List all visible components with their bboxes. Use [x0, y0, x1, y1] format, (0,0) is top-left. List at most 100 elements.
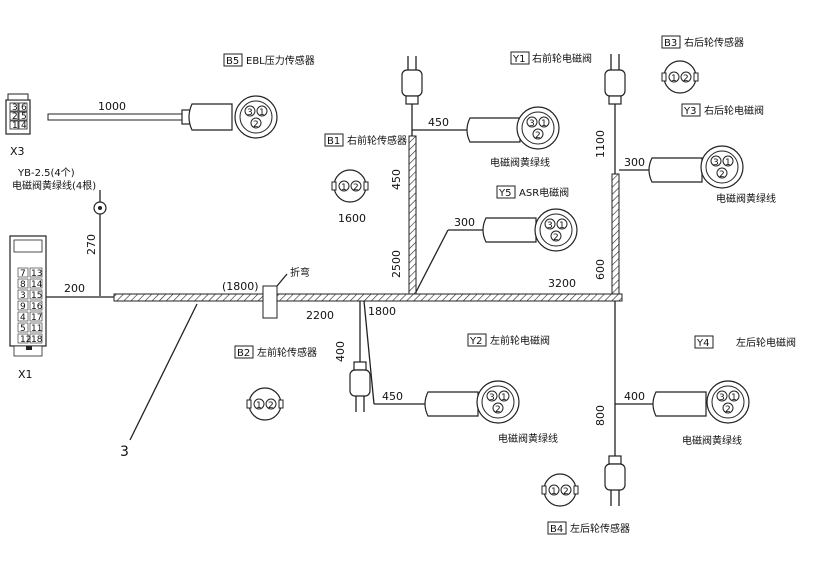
plug-top-right — [604, 54, 626, 105]
tag-y2: Y2 — [469, 336, 482, 347]
pin-label: 3 — [547, 221, 553, 231]
pin-label: 3 — [719, 393, 725, 403]
x1-pin: 8 — [20, 280, 26, 290]
wire-asr — [415, 229, 449, 293]
dim-300-asr: 300 — [454, 216, 475, 229]
component-b1: B1 右前轮传感器 1 2 1600 — [324, 133, 407, 225]
dim-800: 800 — [594, 405, 607, 426]
x3-pin: 3 — [12, 103, 18, 113]
connector-x1: 7 13 8 14 3 15 9 16 4 17 5 11 12 18 X1 — [9, 235, 47, 381]
name-b2: 左前轮传感器 — [257, 346, 317, 359]
pin-label: 2 — [553, 233, 559, 243]
dim-2200: 2200 — [306, 309, 334, 322]
component-y5: Y5 ASR电磁阀 3 1 2 — [482, 185, 578, 252]
tag-y3: Y3 — [683, 106, 696, 117]
pin-label: 1 — [256, 401, 262, 411]
dim-450-y1: 450 — [428, 116, 449, 129]
x3-pin: 5 — [21, 112, 27, 122]
pin-label: 2 — [719, 170, 725, 180]
tag-b2: B2 — [237, 348, 250, 359]
x1-pin: 9 — [20, 302, 26, 312]
plug-bottom-right — [604, 455, 626, 506]
pin-label: 2 — [495, 405, 501, 415]
dim-1100: 1100 — [594, 130, 607, 158]
wire-y4: 电磁阀黄绿线 — [682, 434, 742, 447]
dim-1800: 1800 — [368, 305, 396, 318]
dim-1800-paren: (1800) — [222, 280, 259, 293]
connector-x3: 3 6 2 5 1 4 X3 — [5, 93, 31, 158]
pin-label: 1 — [671, 74, 677, 84]
fold-marker — [262, 285, 278, 319]
pin-label: 1 — [725, 158, 731, 168]
fuse-label-1: YB-2.5(4个) — [17, 167, 75, 179]
dim-300-y3: 300 — [624, 156, 645, 169]
pin-label: 2 — [725, 405, 731, 415]
dim-200: 200 — [64, 282, 85, 295]
tag-y1: Y1 — [512, 54, 525, 65]
component-y3: Y3 右后轮电磁阀 3 1 2 电磁阀黄绿线 — [648, 103, 776, 205]
branch-b1 — [408, 135, 417, 295]
wire-y3: 电磁阀黄绿线 — [716, 192, 776, 205]
pin-label: 1 — [501, 393, 507, 403]
pin-label: 2 — [683, 74, 689, 84]
fuse-label-2: 电磁阀黄绿线(4根) — [12, 179, 96, 192]
pin-label: 2 — [563, 487, 569, 497]
pin-label: 2 — [353, 183, 359, 193]
dim-1000: 1000 — [98, 100, 126, 113]
callout-leader — [129, 303, 198, 441]
dim-2500: 2500 — [390, 250, 403, 278]
x1-pin: 14 — [31, 280, 43, 290]
pin-label: 1 — [731, 393, 737, 403]
tag-b3: B3 — [664, 38, 677, 49]
component-b5: 3 1 2 B5 EBL压力传感器 — [181, 53, 315, 139]
pin-label: 3 — [247, 108, 253, 118]
name-b4: 左后轮传感器 — [570, 522, 630, 535]
x1-pin: 11 — [31, 324, 42, 334]
x3-pin: 2 — [12, 112, 18, 122]
x3-pin: 6 — [21, 103, 27, 113]
x1-pin: 4 — [20, 313, 26, 323]
name-b1: 右前轮传感器 — [347, 134, 407, 147]
fuse-yb: YB-2.5(4个) 电磁阀黄绿线(4根) 270 — [12, 167, 107, 296]
wire-x3-b5 — [47, 113, 183, 121]
connector-x1-label: X1 — [18, 368, 33, 381]
pin-label: 2 — [268, 401, 274, 411]
callout-3: 3 — [120, 444, 129, 460]
component-y1: 3 1 2 Y1 右前轮电磁阀 电磁阀黄绿线 — [466, 51, 592, 169]
tag-y5: Y5 — [498, 188, 511, 199]
x1-pin: 12 — [20, 335, 31, 345]
pin-label: 1 — [551, 487, 557, 497]
tag-b4: B4 — [550, 524, 563, 535]
plug-y2 — [349, 361, 371, 412]
tag-y4: Y4 — [696, 338, 709, 349]
x1-pin: 5 — [20, 324, 26, 334]
dim-600: 600 — [594, 259, 607, 280]
dim-1600: 1600 — [338, 212, 366, 225]
name-y3: 右后轮电磁阀 — [704, 104, 764, 117]
pin-label: 1 — [259, 108, 265, 118]
plug-y1 — [401, 56, 423, 105]
branch-right — [611, 173, 620, 295]
dim-450-b1: 450 — [390, 169, 403, 190]
pin-label: 2 — [535, 131, 541, 141]
name-b5: EBL压力传感器 — [246, 54, 315, 67]
component-y4: Y4 左后轮电磁阀 3 1 2 电磁阀黄绿线 — [652, 335, 796, 447]
x1-pin: 15 — [31, 291, 42, 301]
dim-270: 270 — [85, 234, 98, 255]
tag-b5: B5 — [226, 56, 239, 67]
component-b2: B2 左前轮传感器 1 2 — [234, 345, 317, 421]
pin-label: 3 — [529, 119, 535, 129]
dim-400-y4: 400 — [624, 390, 645, 403]
pin-label: 1 — [559, 221, 565, 231]
x3-pin: 1 — [12, 121, 18, 131]
pin-label: 1 — [341, 183, 347, 193]
x1-pin: 18 — [31, 335, 43, 345]
dim-3200: 3200 — [548, 277, 576, 290]
x1-pin: 7 — [20, 269, 26, 279]
pin-label: 2 — [253, 120, 259, 130]
main-trunk — [113, 293, 623, 302]
dim-400-plug: 400 — [334, 341, 347, 362]
x1-pin: 16 — [31, 302, 43, 312]
pin-label: 3 — [489, 393, 495, 403]
